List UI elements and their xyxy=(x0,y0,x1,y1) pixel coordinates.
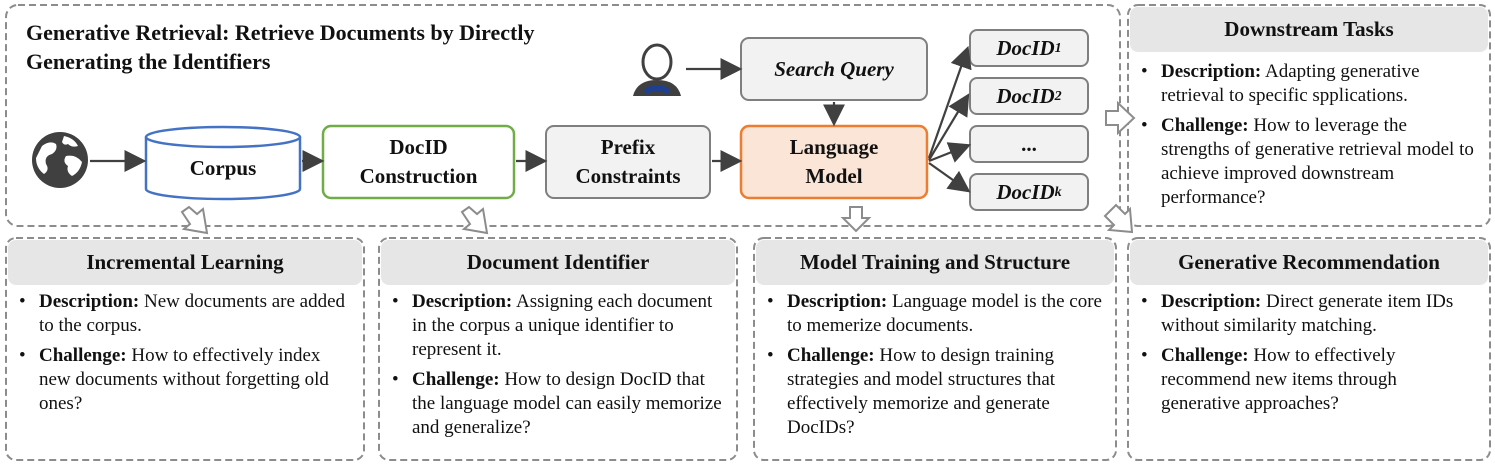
recommendation-panel-body: Description: Direct generate item IDs wi… xyxy=(1135,290,1480,422)
arrow-lm-ellipsis xyxy=(928,142,972,163)
block-arrow-training xyxy=(840,206,872,233)
corpus-cylinder xyxy=(144,125,302,201)
identifier-panel-title: Document Identifier xyxy=(466,250,650,274)
training-panel-frame xyxy=(753,237,1117,461)
main-frame xyxy=(5,4,1121,227)
downstream-panel-header xyxy=(1130,7,1488,52)
docid-construction-label: DocID Construction xyxy=(359,135,478,188)
identifier-description-item: Description: Assigning each document in … xyxy=(386,290,728,362)
downstream-panel-title: Downstream Tasks xyxy=(1224,17,1394,41)
incremental-panel-frame xyxy=(5,237,365,461)
identifier-panel-header xyxy=(381,240,735,285)
incremental-panel-title: Incremental Learning xyxy=(86,250,284,274)
search-query-label: Search Query xyxy=(774,56,894,81)
globe-icon xyxy=(32,132,88,188)
recommendation-panel-header xyxy=(1130,240,1488,285)
arrow-lm-docid2 xyxy=(928,93,970,161)
docid-ellipsis-label: ... xyxy=(1021,131,1037,156)
identifier-panel-frame xyxy=(378,237,738,461)
docid-2-box xyxy=(969,77,1089,115)
arrow-lm-docid1 xyxy=(927,45,972,159)
training-panel-body: Description: Language model is the core … xyxy=(761,290,1107,446)
training-description-item: Description: Language model is the core … xyxy=(761,290,1107,338)
recommendation-panel-title: Generative Recommendation xyxy=(1178,250,1440,274)
recommendation-panel-frame xyxy=(1127,237,1491,461)
block-arrow-downstream xyxy=(1105,100,1136,136)
arrow-lm-docidk xyxy=(928,162,971,193)
incremental-panel-body: Description: New documents are added to … xyxy=(13,290,353,422)
language-model-label: Language Model xyxy=(789,135,879,188)
incremental-challenge-item: Challenge: How to effectively index new … xyxy=(13,344,353,416)
recommendation-description-item: Description: Direct generate item IDs wi… xyxy=(1135,290,1480,338)
downstream-panel-frame xyxy=(1127,4,1491,227)
diagram-title: Generative Retrieval: Retrieve Documents… xyxy=(26,20,535,74)
incremental-panel-header xyxy=(8,240,362,285)
incremental-description-item: Description: New documents are added to … xyxy=(13,290,353,338)
block-arrow-identifier xyxy=(460,205,489,235)
prefix-constraints-label: Prefix Constraints xyxy=(575,135,681,188)
training-challenge-item: Challenge: How to design training strate… xyxy=(761,344,1107,440)
downstream-description-item: Description: Adapting generative retriev… xyxy=(1135,60,1480,108)
training-panel-header xyxy=(756,240,1114,285)
identifier-panel-body: Description: Assigning each document in … xyxy=(386,290,728,446)
block-arrow-incremental xyxy=(180,205,209,235)
downstream-panel-body: Description: Adapting generative retriev… xyxy=(1135,60,1480,216)
corpus-label: Corpus xyxy=(189,155,257,180)
recommendation-challenge-item: Challenge: How to effectively recommend … xyxy=(1135,344,1480,416)
identifier-challenge-item: Challenge: How to design DocID that the … xyxy=(386,368,728,440)
user-icon xyxy=(633,43,681,96)
downstream-challenge-item: Challenge: How to leverage the strengths… xyxy=(1135,114,1480,210)
block-arrow-recommendation xyxy=(1103,203,1134,234)
training-panel-title: Model Training and Structure xyxy=(799,250,1071,274)
